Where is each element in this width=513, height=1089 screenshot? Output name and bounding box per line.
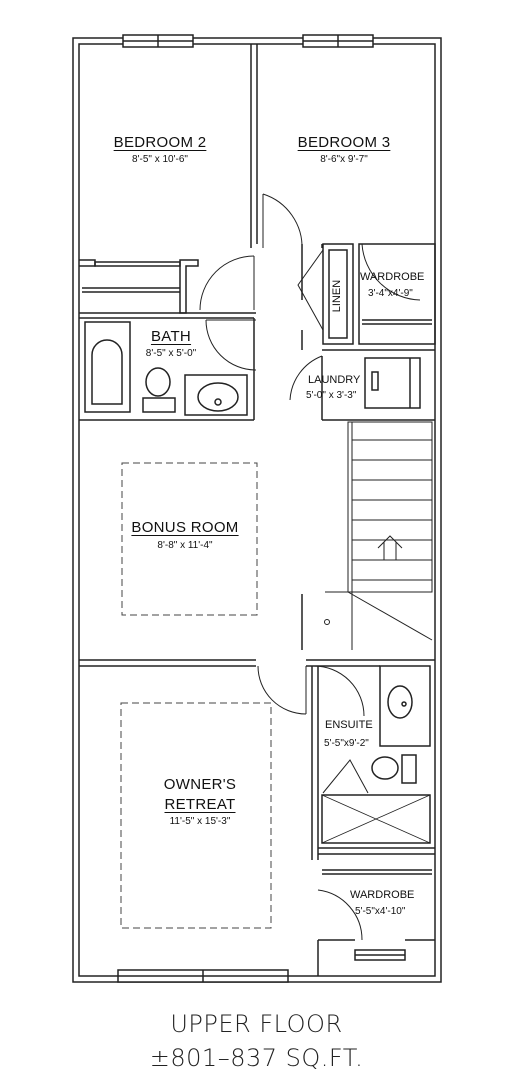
door-ensuite [313,665,365,717]
dims-ensuite: 5'-5"x9'-2" [324,738,369,749]
dims-bedroom3: 8'-6"x 9'-7" [320,154,368,165]
dims-bath: 8'-5" x 5'-0" [145,348,197,359]
bonus-room-outline [121,462,258,616]
wall-bath [79,312,256,421]
door-owners [257,665,307,715]
door-bedroom3 [262,193,303,251]
wall-bonus-owners [79,659,435,667]
label-bedroom3: BEDROOM 3 [297,134,391,151]
washer-dryer [364,357,421,409]
linen-closet [322,243,354,345]
wall-ensuite [311,666,435,860]
window-wardrobe-bottom [354,949,406,961]
linen-bifold-door [297,249,324,331]
wall-bedroom2-closet [79,259,199,314]
label-bonus-room: BONUS ROOM [131,519,239,536]
wardrobe-bottom-wall [317,939,435,976]
dims-bonus-room: 8'-8" x 11'-4" [157,540,213,551]
door-bedroom2 [199,255,255,311]
label-laundry: LAUNDRY [308,374,361,386]
ensuite-vanity [379,665,431,747]
wardrobe-top-wall [358,243,436,345]
toilet [145,367,171,397]
laundry-door [289,355,323,401]
floor-area: ±801–837 SQ.FT. [149,1044,364,1072]
label-owners-line2: RETREAT [164,796,236,813]
label-owners-line1: OWNER'S [163,776,237,793]
bathtub [84,321,131,413]
dims-bedroom2: 8'-5" x 10'-6" [132,154,188,165]
window-bedroom2 [122,34,194,48]
door-bath [205,319,257,371]
label-bath: BATH [150,328,192,345]
label-bedroom2: BEDROOM 2 [113,134,207,151]
label-ensuite: ENSUITE [325,719,373,731]
window-bedroom3 [302,34,374,48]
wall-laundry [321,349,435,421]
staircase [324,421,433,650]
label-wardrobe-top: WARDROBE [360,271,425,283]
shower [321,794,431,844]
wardrobe-top-door [361,243,421,301]
wall-hallway-right [301,244,323,650]
closet-sliding-door [94,261,181,267]
ensuite-toilet [371,756,399,780]
wall-bed2-bed3 [250,44,258,248]
window-owners-retreat [117,969,289,983]
label-linen: LINEN [331,279,343,313]
dims-wardrobe-top: 3'-4"x4'-9" [368,288,413,299]
dims-owners: 11'-5" x 15'-3" [169,816,231,827]
floor-title: UPPER FLOOR [170,1010,343,1038]
door-wardrobe-bottom [317,889,363,941]
dims-wardrobe-bottom: 5'-5"x4'-10" [355,906,406,917]
dims-laundry: 5'-0" x 3'-3" [306,390,357,401]
bath-vanity [184,374,248,416]
label-wardrobe-bottom: WARDROBE [350,889,415,901]
